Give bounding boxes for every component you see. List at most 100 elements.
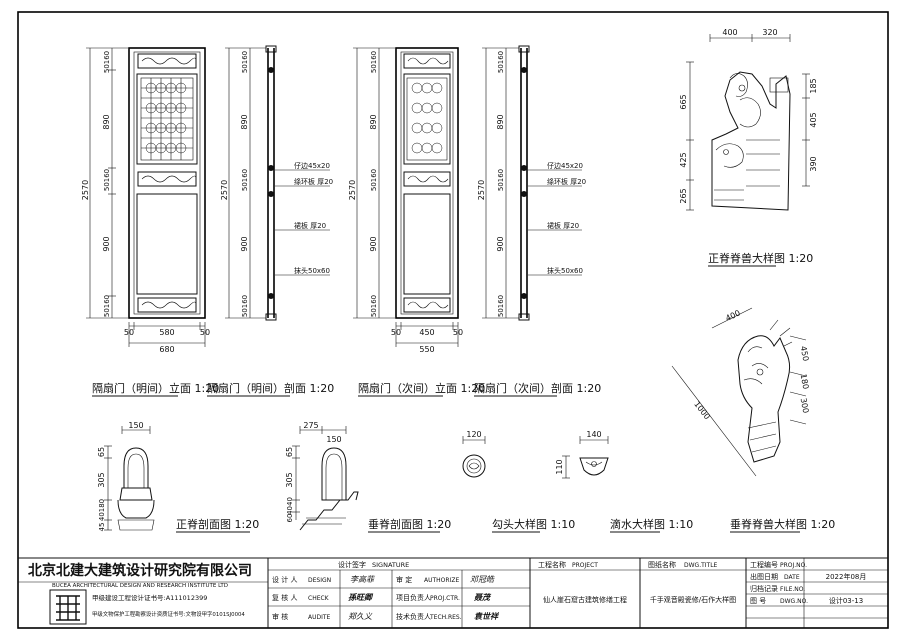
hs-h3: 4040 <box>286 497 294 515</box>
door1s-seg-a: 50160 <box>241 51 249 73</box>
file-label-en: FILE.NO. <box>780 586 805 593</box>
title-ridge-section: 正脊剖面图 1:20 <box>176 517 259 531</box>
design-label-en: DESIGN <box>308 577 331 584</box>
hs-h2: 305 <box>285 472 294 487</box>
dwgno-label-cn: 图 号 <box>750 597 766 605</box>
file-label-cn: 归档记录 <box>750 584 778 593</box>
drawing-name: 千手观音殿瓷修/石作大样图 <box>650 595 736 604</box>
note-qunban-2: 裙板 厚20 <box>547 221 579 230</box>
door1-seg-c: 50160 <box>103 169 111 191</box>
door1s-seg-d: 900 <box>240 236 249 251</box>
door1-seg-d: 900 <box>102 236 111 251</box>
door1s-seg-b: 890 <box>240 114 249 129</box>
door-ci-section <box>482 45 582 321</box>
techres-label-en: TECH.RES. <box>429 614 462 621</box>
ds-w: 140 <box>586 430 601 439</box>
door1-seg-b: 890 <box>102 114 111 129</box>
audit-signature: 郑久义 <box>348 612 373 621</box>
door2s-seg-a: 50160 <box>497 51 505 73</box>
gt-w: 120 <box>466 430 481 439</box>
door2-w-total: 550 <box>419 345 434 354</box>
door2s-seg-e: 50160 <box>497 295 505 317</box>
note-taohuan-1: 绦环板 厚20 <box>294 177 333 186</box>
sheet-frame <box>17 11 889 629</box>
title-door-ci-elev: 隔扇门（次间）立面 1:20 <box>358 381 485 395</box>
hip-d3: 300 <box>799 397 811 414</box>
door-ming-section <box>225 45 330 321</box>
hs-w1: 275 <box>303 421 318 430</box>
door1-w-left: 50 <box>124 328 134 337</box>
beast-h2: 425 <box>679 152 688 167</box>
door2-w-left: 50 <box>391 328 401 337</box>
authorize-label-cn: 审 定 <box>396 575 412 584</box>
title-block <box>18 557 888 628</box>
title-door-ming-elev: 隔扇门（明间）立面 1:20 <box>92 381 219 395</box>
note-zibian-2: 仔边45x20 <box>547 161 583 170</box>
design-label-cn: 设 计 人 <box>272 575 297 584</box>
check-signature: 孫旺卿 <box>348 593 374 602</box>
hs-h1: 65 <box>285 447 294 457</box>
door1-seg-a: 50160 <box>103 51 111 73</box>
check-label-en: CHECK <box>308 595 330 602</box>
note-motou-1: 抹头50x60 <box>294 266 330 275</box>
door2-seg-e: 50160 <box>370 295 378 317</box>
door1-w-total: 680 <box>159 345 174 354</box>
hip-beast-detail <box>671 307 807 477</box>
door1-total-dim: 2570 <box>81 180 90 200</box>
audit-label-cn: 审 核 <box>272 612 288 621</box>
ds-h: 110 <box>555 459 564 474</box>
dwg-title-label-en: DWG.TITLE <box>684 562 718 569</box>
hip-w: 400 <box>724 308 742 323</box>
check-label-cn: 复 核 人 <box>272 593 297 602</box>
techres-signature: 袁世祥 <box>474 612 500 621</box>
note-zibian-1: 仔边45x20 <box>294 161 330 170</box>
title-door-ming-sec: 隔扇门（明间）剖面 1:20 <box>207 381 334 395</box>
date-value: 2022年08月 <box>826 572 867 581</box>
title-door-ci-sec: 隔扇门（次间）剖面 1:20 <box>474 381 601 395</box>
title-dishui: 滴水大样图 1:10 <box>610 517 693 531</box>
authorize-label-en: AUTHORIZE <box>424 577 459 584</box>
door2-w-mid: 450 <box>419 328 434 337</box>
beast-w1: 400 <box>722 28 737 37</box>
beast-h3: 265 <box>679 188 688 203</box>
door2-seg-d: 900 <box>369 236 378 251</box>
beast-w2: 320 <box>762 28 777 37</box>
company-english: BUCEA ARCHITECTURAL DESIGN AND RESEARCH … <box>52 583 228 589</box>
note-motou-2: 抹头50x60 <box>547 266 583 275</box>
door-ci-elevation <box>353 47 459 347</box>
design-signature: 李高菲 <box>350 575 376 584</box>
ridge-beast-detail <box>686 34 810 211</box>
date-label-cn: 出图日期 <box>750 572 778 581</box>
techres-label-cn: 技术负责人 <box>396 612 431 621</box>
door1s-seg-c: 50160 <box>241 169 249 191</box>
projctr-label-cn: 项目负责人 <box>396 593 431 602</box>
rs-h4: 45 <box>98 523 106 532</box>
company-logo <box>49 589 87 625</box>
dwgno-label-en: DWG.NO. <box>780 598 808 605</box>
door2s-seg-c: 50160 <box>497 169 505 191</box>
door2s-seg-d: 900 <box>496 236 505 251</box>
door-ming-elevation <box>86 47 206 347</box>
door1-seg-e: 50160 <box>103 295 111 317</box>
door1-w-mid: 580 <box>159 328 174 337</box>
door2s-seg-b: 890 <box>496 114 505 129</box>
hs-w2: 150 <box>326 435 341 444</box>
door2-seg-b: 890 <box>369 114 378 129</box>
door2-seg-c: 50160 <box>370 169 378 191</box>
note-taohuan-2: 绦环板 厚20 <box>547 177 586 186</box>
door2-w-right: 50 <box>453 328 463 337</box>
ridge-section-detail <box>104 426 155 531</box>
project-label-cn: 工程名称 <box>538 560 566 569</box>
company-name: 北京北建大建筑设计研究院有限公司 <box>28 562 252 579</box>
date-label-en: DATE <box>784 574 800 581</box>
projno-label-en: PROJ.NO. <box>780 562 807 569</box>
title-hip-beast: 垂脊脊兽大样图 1:20 <box>730 517 835 531</box>
hip-len: 1000 <box>692 400 712 422</box>
door1-w-right: 50 <box>200 328 210 337</box>
hs-h4: 60 <box>286 514 294 523</box>
note-qunban-1: 裙板 厚20 <box>294 221 326 230</box>
beast-h1: 665 <box>679 94 688 109</box>
title-hip-section: 垂脊剖面图 1:20 <box>368 517 451 531</box>
sig-header-cn: 设计签字 <box>338 560 366 569</box>
